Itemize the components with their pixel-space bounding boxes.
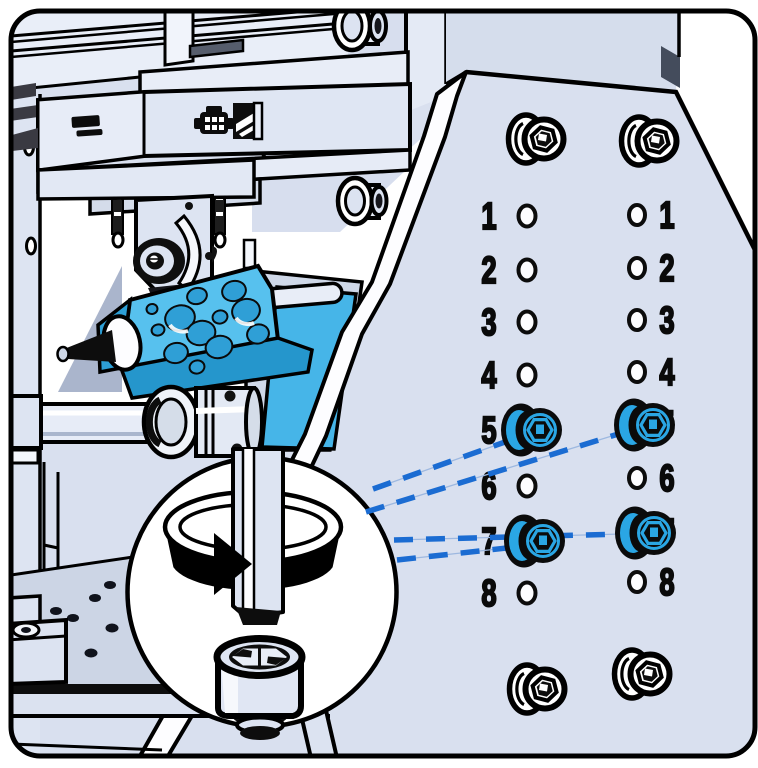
- svg-text:7: 7: [481, 521, 496, 563]
- svg-text:8: 8: [659, 562, 674, 604]
- svg-text:3: 3: [659, 300, 674, 342]
- svg-text:2: 2: [481, 250, 496, 292]
- svg-text:1: 1: [659, 195, 674, 237]
- svg-text:2: 2: [659, 248, 674, 290]
- svg-text:4: 4: [659, 352, 674, 394]
- svg-text:8: 8: [481, 573, 496, 615]
- svg-text:4: 4: [481, 355, 496, 397]
- svg-text:6: 6: [481, 466, 496, 508]
- svg-text:1: 1: [481, 196, 496, 238]
- svg-text:5: 5: [481, 410, 496, 452]
- svg-text:3: 3: [481, 302, 496, 344]
- svg-text:6: 6: [659, 458, 674, 500]
